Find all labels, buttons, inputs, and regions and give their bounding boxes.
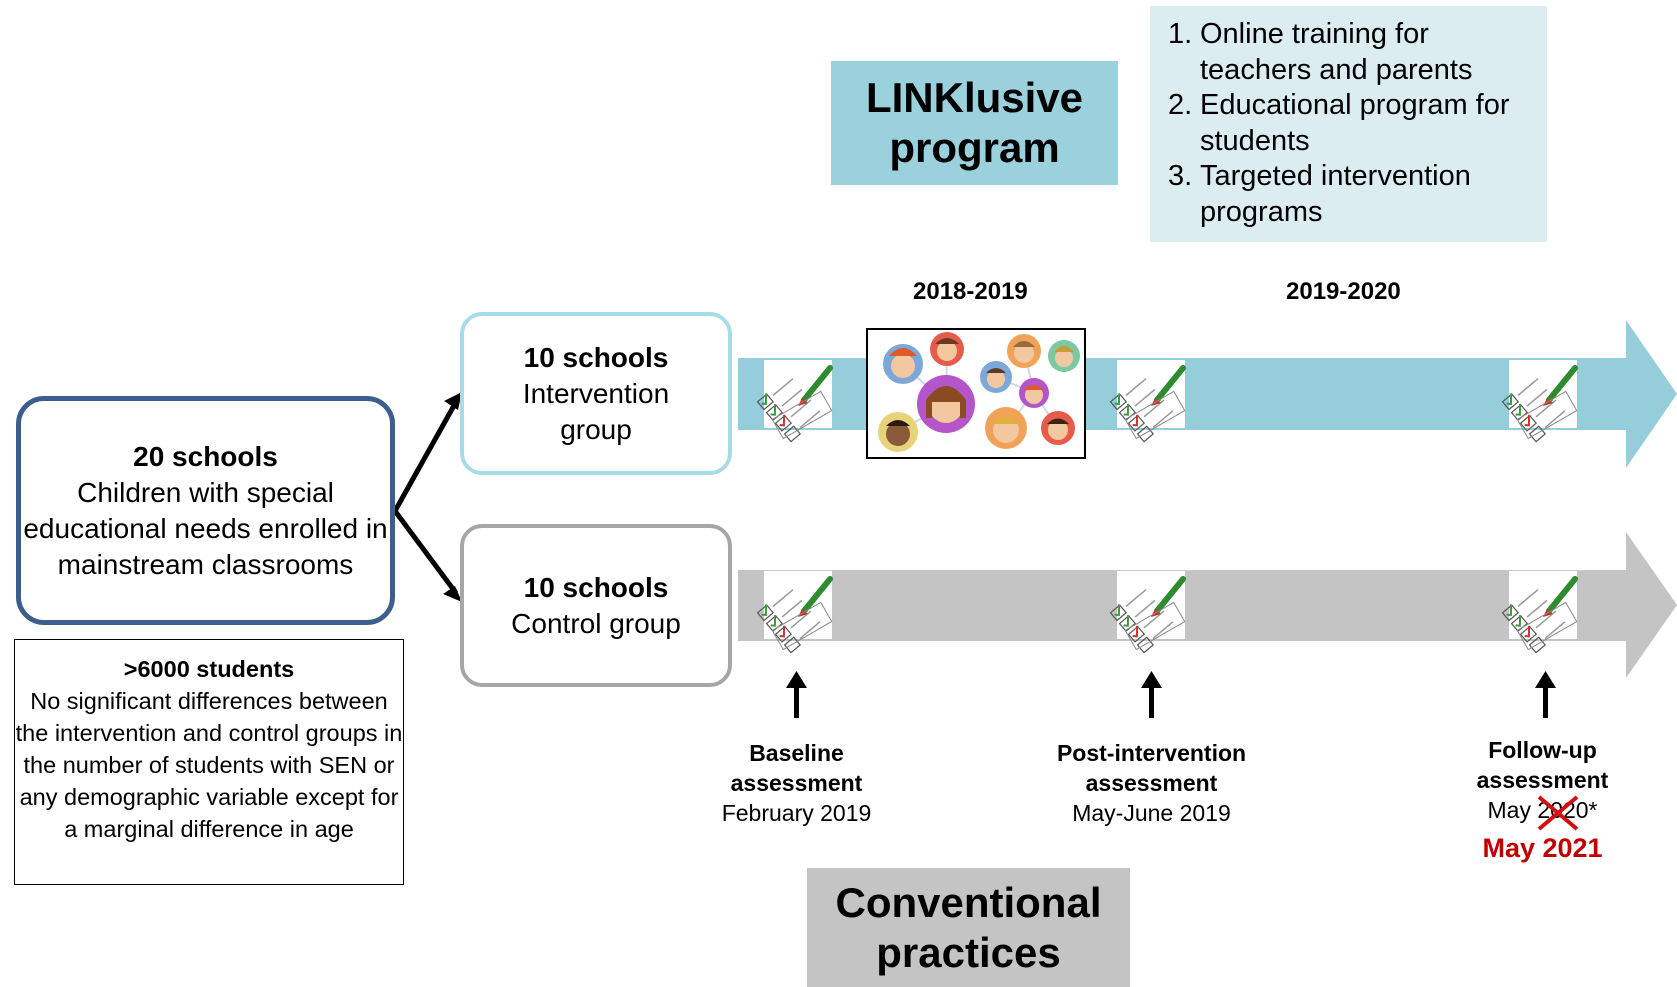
population-box: 20 schools Children with special educati… [16, 396, 395, 625]
students-count: >6000 students [123, 656, 295, 682]
post-intervention-assessment-label: Post-intervention assessment May-June 20… [1033, 738, 1270, 828]
post-intervention-title: Post-intervention assessment [1056, 740, 1247, 796]
baseline-date: February 2019 [721, 800, 872, 826]
intervention-label: Intervention group [522, 377, 670, 445]
control-timeline-arrow [738, 532, 1677, 678]
students-note-box: >6000 students No significant difference… [14, 639, 404, 885]
program-component-item: 2.Educational program for students [1168, 89, 1510, 157]
baseline-assessment-label: Baseline assessment February 2019 [690, 738, 903, 828]
year-label-2018-2019: 2018-2019 [913, 278, 1028, 305]
population-description: Children with special educational needs … [23, 476, 388, 580]
control-label: Control group [511, 607, 681, 639]
control-count: 10 schools [523, 571, 669, 603]
cross-out-mark [1538, 795, 1579, 831]
follow-up-assessment-label: Follow-up assessment May 2020* May 2021 [1460, 735, 1625, 863]
program-component-item: 3.Targeted intervention programs [1168, 160, 1471, 228]
program-title: LINKlusive program [865, 74, 1084, 171]
program-component-item: 1.Online training for teachers and paren… [1168, 18, 1473, 86]
follow-up-date: May 2020* [1460, 795, 1625, 831]
students-note: No significant differences between the i… [15, 688, 403, 842]
year-label-2019-2020: 2019-2020 [1286, 278, 1401, 305]
revised-follow-up-date: May 2021 [1482, 833, 1603, 863]
up-arrow-icon [1141, 671, 1162, 718]
up-arrow-icon [1535, 671, 1556, 718]
baseline-title: Baseline assessment [730, 740, 863, 796]
intervention-group-box: 10 schools Intervention group [460, 312, 732, 475]
up-arrow-icon [786, 671, 807, 718]
program-components-box: 1.Online training for teachers and paren… [1150, 6, 1547, 242]
control-group-box: 10 schools Control group [460, 524, 732, 687]
intervention-count: 10 schools [523, 341, 669, 373]
comparison-title: Conventional practices [835, 878, 1102, 976]
linklusive-program-label: LINKlusive program [831, 61, 1118, 185]
follow-up-title: Follow-up assessment [1476, 737, 1609, 793]
children-group-illustration [866, 328, 1086, 459]
branch-arrows [392, 400, 459, 595]
population-count: 20 schools [133, 440, 278, 472]
program-components-list: 1.Online training for teachers and paren… [1150, 17, 1547, 230]
post-intervention-date: May-June 2019 [1072, 800, 1231, 826]
conventional-practices-label: Conventional practices [807, 868, 1130, 987]
intervention-timeline-arrow [738, 320, 1677, 468]
